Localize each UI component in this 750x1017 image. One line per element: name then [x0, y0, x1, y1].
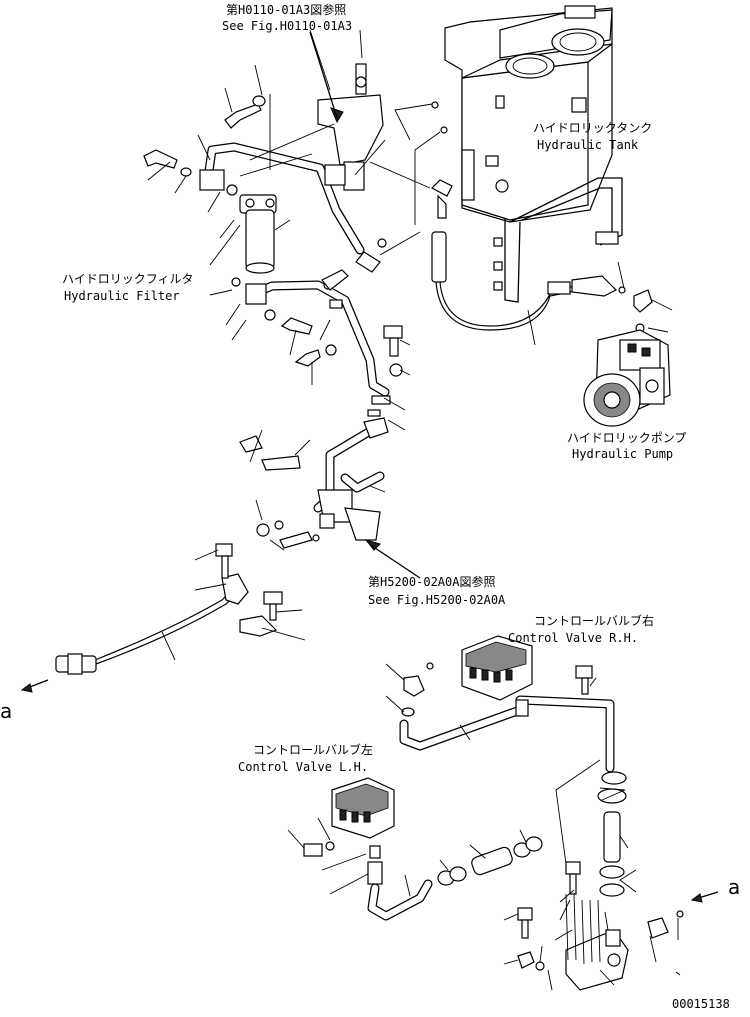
hydraulic-pump — [583, 329, 671, 427]
mid-ref-arrow — [371, 545, 421, 579]
tank-label-jp: ハイドロリックタンク — [533, 121, 652, 135]
lh-pipe-run — [367, 836, 543, 921]
upper-fasteners — [143, 95, 453, 377]
pump-label-jp: ハイドロリックポンプ — [567, 431, 686, 445]
connector-a-left: a — [0, 699, 12, 723]
filter-label-en: Hydraulic Filter — [64, 289, 180, 303]
ref-top-jp: 第H0110-01A3図参照 — [226, 2, 346, 17]
mid-ref-arrowhead — [364, 539, 381, 551]
pilot-hose-left — [20, 543, 283, 693]
cv-rh-label-en: Control Valve R.H. — [508, 631, 638, 645]
cv-lh-label-jp: コントロールバルブ左 — [253, 742, 373, 757]
cv-rh-label-jp: コントロールバルブ右 — [534, 613, 654, 628]
ref-mid-en: See Fig.H5200-02A0A — [368, 593, 506, 607]
ref-top-en: See Fig.H0110-01A3 — [222, 19, 352, 33]
cv-lh-label-en: Control Valve L.H. — [238, 760, 368, 774]
control-valve-rh — [401, 635, 593, 717]
text-labels: 第H0110-01A3図参照 See Fig.H0110-01A3 ハイドロリッ… — [0, 2, 740, 1011]
reference-arrows — [309, 31, 421, 579]
upper-pipe-assembly — [199, 63, 390, 397]
leader-lines — [147, 29, 681, 991]
hydraulic-tank — [444, 5, 623, 303]
connector-a-right: a — [728, 875, 740, 899]
top-ref-arrow — [309, 31, 338, 119]
hydraulic-filter — [239, 194, 277, 274]
top-ref-arrowhead — [330, 107, 344, 124]
suction-hose — [435, 275, 653, 333]
control-valve-lh — [303, 777, 395, 857]
ref-mid-jp: 第H5200-02A0A図参照 — [368, 574, 495, 589]
rh-pipe-run — [399, 695, 615, 773]
manifold-assembly — [517, 771, 719, 991]
filter-label-jp: ハイドロリックフィルタ — [62, 272, 194, 286]
middle-pipe-assembly — [239, 395, 391, 549]
pump-label-en: Hydraulic Pump — [572, 447, 673, 461]
drawing-number: 00015138 — [672, 997, 730, 1011]
tank-label-en: Hydraulic Tank — [537, 138, 639, 152]
